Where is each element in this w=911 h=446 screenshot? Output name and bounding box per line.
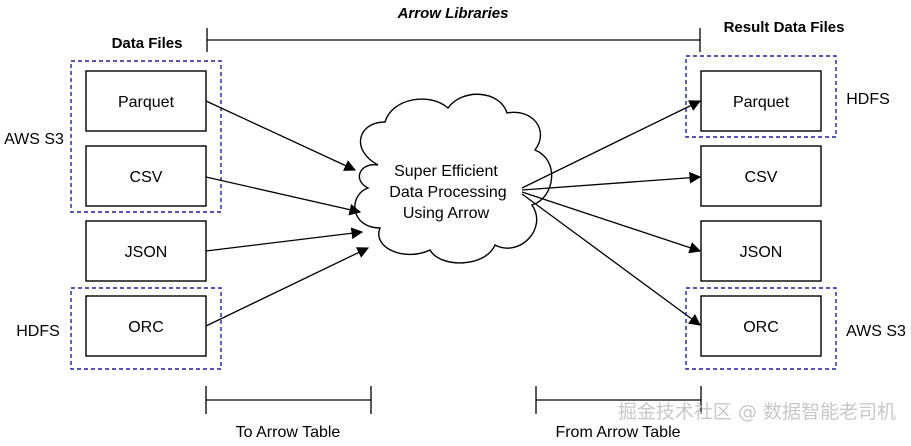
input-parquet-node: Parquet bbox=[85, 70, 207, 132]
arrow-parquet-to-cloud bbox=[205, 100, 357, 171]
input-orc-node: ORC bbox=[85, 295, 207, 357]
from-arrow-table-label: From Arrow Table bbox=[555, 424, 680, 441]
cloud-line-1: Super Efficient bbox=[394, 163, 498, 180]
right-aws-s3-group bbox=[685, 287, 837, 370]
input-json-node: JSON bbox=[85, 220, 207, 282]
processing-cloud: Super Efficient Data Processing Using Ar… bbox=[354, 93, 553, 264]
left-aws-s3-group bbox=[70, 60, 222, 213]
arrow-csv-to-cloud bbox=[205, 176, 362, 216]
arrow-cloud-to-json bbox=[521, 191, 702, 254]
to-arrow-table-label: To Arrow Table bbox=[236, 424, 341, 441]
arrow-cloud-to-csv bbox=[521, 171, 702, 191]
left-aws-s3-label: AWS S3 bbox=[4, 131, 64, 148]
output-parquet-label: Parquet bbox=[733, 94, 790, 111]
right-hdfs-label: HDFS bbox=[846, 91, 890, 108]
result-data-files-heading: Result Data Files bbox=[724, 19, 845, 36]
output-parquet-node: Parquet bbox=[700, 70, 822, 132]
arrow-orc-to-cloud bbox=[205, 247, 370, 327]
right-hdfs-group bbox=[685, 55, 837, 138]
arrow-cloud-to-parquet bbox=[521, 100, 702, 189]
left-hdfs-group bbox=[70, 287, 222, 370]
output-json-node: JSON bbox=[700, 220, 822, 282]
input-csv-node: CSV bbox=[85, 145, 207, 207]
output-csv-node: CSV bbox=[700, 145, 822, 207]
data-files-heading: Data Files bbox=[112, 35, 183, 52]
left-hdfs-label: HDFS bbox=[16, 323, 60, 340]
arrow-libraries-title: Arrow Libraries bbox=[397, 5, 509, 22]
cloud-line-3: Using Arrow bbox=[403, 205, 490, 222]
arrow-json-to-cloud bbox=[205, 227, 364, 252]
cloud-line-2: Data Processing bbox=[389, 184, 506, 201]
output-json-label: JSON bbox=[740, 244, 783, 261]
input-csv-label: CSV bbox=[130, 169, 163, 186]
input-orc-label: ORC bbox=[128, 319, 164, 336]
output-orc-node: ORC bbox=[700, 295, 822, 357]
output-csv-label: CSV bbox=[745, 169, 778, 186]
right-aws-s3-label: AWS S3 bbox=[846, 323, 906, 340]
watermark-text: 掘金技术社区 @ 数据智能老司机 bbox=[618, 401, 896, 423]
output-orc-label: ORC bbox=[743, 319, 779, 336]
input-parquet-label: Parquet bbox=[118, 94, 175, 111]
arrow-cloud-to-orc bbox=[521, 193, 701, 326]
input-json-label: JSON bbox=[125, 244, 168, 261]
